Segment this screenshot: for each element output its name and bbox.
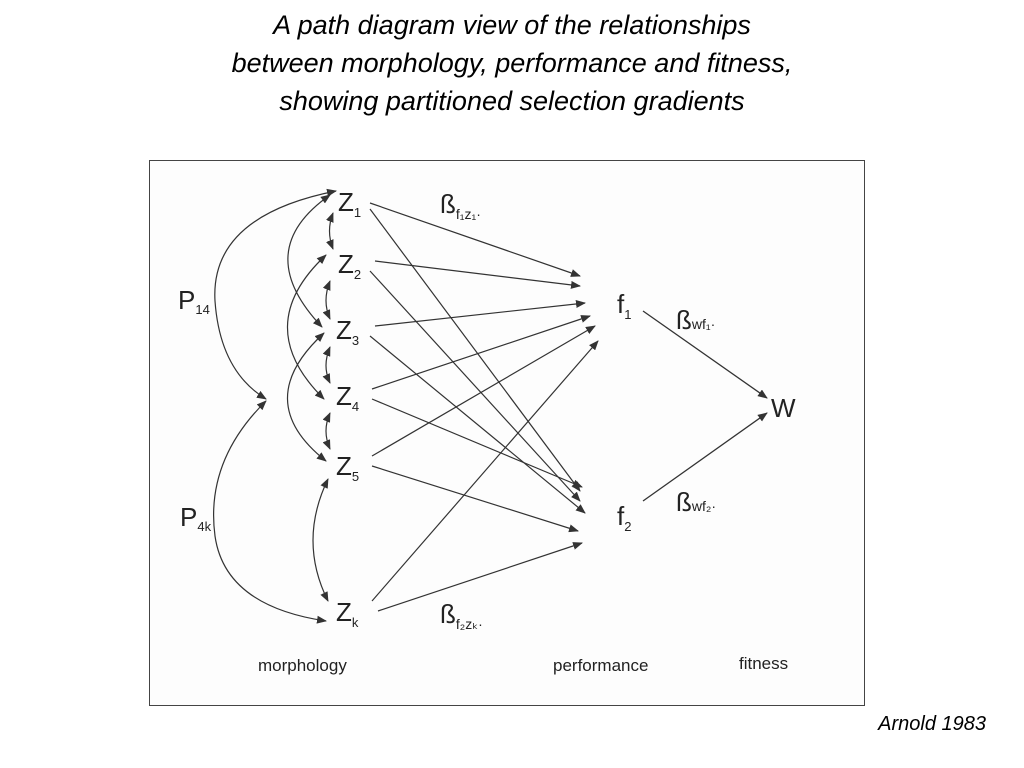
performance-nodes: f1 f2 (617, 289, 631, 534)
category-performance: performance (553, 656, 648, 675)
node-z4: Z4 (336, 381, 359, 414)
corr-z5-zk (312, 478, 329, 602)
path-f1-w (642, 310, 768, 399)
beta-f1z1: ßf₁z₁· (440, 189, 481, 222)
path-z4-f1 (371, 315, 591, 390)
adjacent-correlation-arrows (312, 212, 334, 602)
corr-z4-z5 (322, 412, 331, 450)
title-line-3: showing partitioned selection gradients (279, 86, 745, 116)
long-correlation-arrows (213, 188, 337, 624)
node-zk: Zk (336, 597, 359, 630)
path-z2-f1 (374, 260, 581, 289)
morphology-nodes: Z1 Z2 Z3 Z4 Z5 Zk (336, 187, 361, 630)
path-z2-f2 (369, 270, 581, 502)
correlation-labels: P14 P4k (178, 285, 212, 534)
node-z5: Z5 (336, 451, 359, 484)
node-z3: Z3 (336, 315, 359, 348)
beta-wf1: ßwf₁· (676, 305, 715, 335)
selection-gradient-labels: ßf₁z₁· ßf₂zₖ· ßwf₁· ßwf₂· (440, 189, 716, 632)
node-f1: f1 (617, 289, 631, 322)
label-p4k: P4k (180, 502, 212, 534)
path-z3-f1 (374, 300, 586, 327)
corr-p4k (213, 400, 327, 624)
path-z5-f2 (371, 465, 579, 533)
corr-z3-z5 (286, 332, 327, 462)
path-diagram: Z1 Z2 Z3 Z4 Z5 Zk f1 f2 W P14 P4k ßf₁z₁·… (178, 187, 796, 675)
corr-z3-z4 (322, 346, 331, 384)
performance-to-fitness-paths (642, 310, 768, 502)
node-z2: Z2 (338, 249, 361, 282)
path-z4-f2 (371, 398, 583, 488)
category-fitness: fitness (739, 654, 788, 673)
path-zk-f2 (377, 542, 583, 612)
label-p14: P14 (178, 285, 210, 317)
node-w: W (771, 393, 796, 423)
path-z1-f2 (369, 208, 581, 492)
morphology-to-performance-paths (369, 202, 599, 612)
category-labels: morphology performance fitness (258, 654, 788, 675)
path-z3-f2 (369, 335, 586, 514)
corr-z1-z2 (326, 212, 334, 250)
corr-z1-z3 (287, 194, 331, 328)
citation-credit: Arnold 1983 (878, 713, 986, 735)
node-f2: f2 (617, 501, 631, 534)
node-z1: Z1 (338, 187, 361, 220)
corr-z2-z3 (322, 280, 331, 320)
skip-correlation-arrows (286, 194, 331, 462)
title-line-2: between morphology, performance and fitn… (231, 48, 793, 78)
path-diagram-figure: Z1 Z2 Z3 Z4 Z5 Zk f1 f2 W P14 P4k ßf₁z₁·… (149, 160, 865, 706)
category-morphology: morphology (258, 656, 347, 675)
slide-title: A path diagram view of the relationships… (0, 6, 1024, 120)
path-z5-f1 (371, 325, 596, 457)
beta-wf2: ßwf₂· (676, 487, 716, 517)
corr-p14 (214, 188, 337, 400)
path-z1-f1 (369, 202, 581, 277)
beta-f2zk: ßf₂zₖ· (440, 599, 483, 632)
corr-z2-z4 (286, 254, 327, 400)
title-line-1: A path diagram view of the relationships (273, 10, 751, 40)
path-zk-f1 (371, 340, 599, 602)
path-f2-w (642, 412, 768, 502)
